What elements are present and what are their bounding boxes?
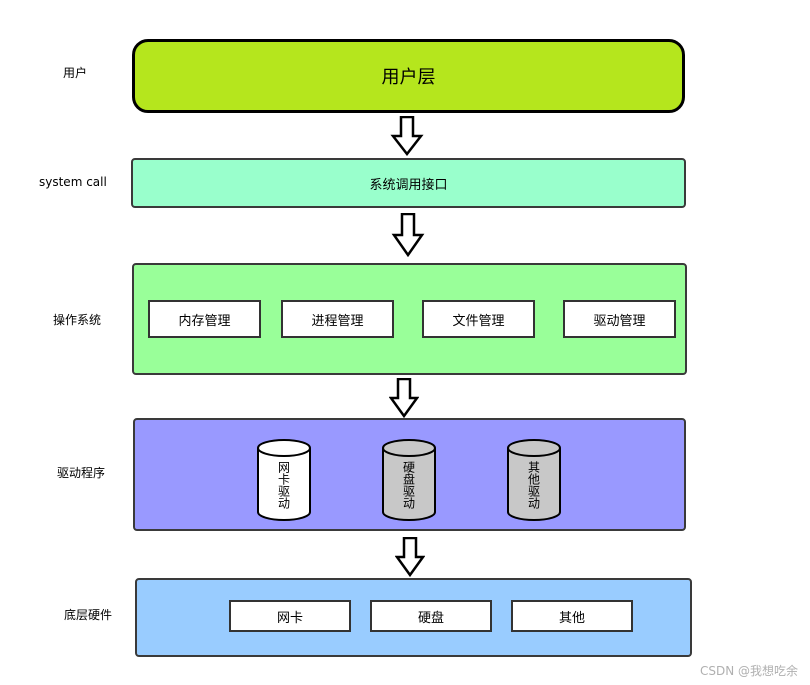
down-arrow-icon <box>395 537 425 577</box>
down-arrow-icon <box>391 213 425 257</box>
driver-layer: 网卡驱动 硬盘驱动 其他驱动 <box>133 418 686 531</box>
os-layer: 内存管理 进程管理 文件管理 驱动管理 <box>132 263 687 375</box>
os-module-process: 进程管理 <box>281 300 394 338</box>
syscall-layer-title: 系统调用接口 <box>369 177 448 193</box>
driver-label-disk: 硬盘驱动 <box>401 461 416 510</box>
os-module-driver: 驱动管理 <box>563 300 676 338</box>
driver-cylinder-nic: 网卡驱动 <box>256 438 312 522</box>
hardware-nic: 网卡 <box>229 600 351 632</box>
label-hardware: 底层硬件 <box>64 608 113 622</box>
driver-cylinder-other: 其他驱动 <box>506 438 562 522</box>
label-os: 操作系统 <box>53 313 102 327</box>
label-user: 用户 <box>63 66 88 80</box>
user-layer: 用户层 <box>132 39 685 113</box>
driver-label-other: 其他驱动 <box>526 461 541 510</box>
label-driver: 驱动程序 <box>57 466 106 480</box>
watermark-text: CSDN @我想吃余 <box>699 664 798 678</box>
hardware-disk: 硬盘 <box>370 600 492 632</box>
hardware-other: 其他 <box>511 600 633 632</box>
down-arrow-icon <box>390 116 424 156</box>
syscall-layer: 系统调用接口 <box>131 158 686 208</box>
hardware-layer: 网卡 硬盘 其他 <box>135 578 692 657</box>
user-layer-title: 用户层 <box>381 67 436 88</box>
driver-cylinder-disk: 硬盘驱动 <box>381 438 437 522</box>
os-module-memory: 内存管理 <box>148 300 261 338</box>
os-module-file: 文件管理 <box>422 300 535 338</box>
down-arrow-icon <box>389 378 419 418</box>
label-syscall: system call <box>39 175 107 189</box>
driver-label-nic: 网卡驱动 <box>276 461 291 510</box>
